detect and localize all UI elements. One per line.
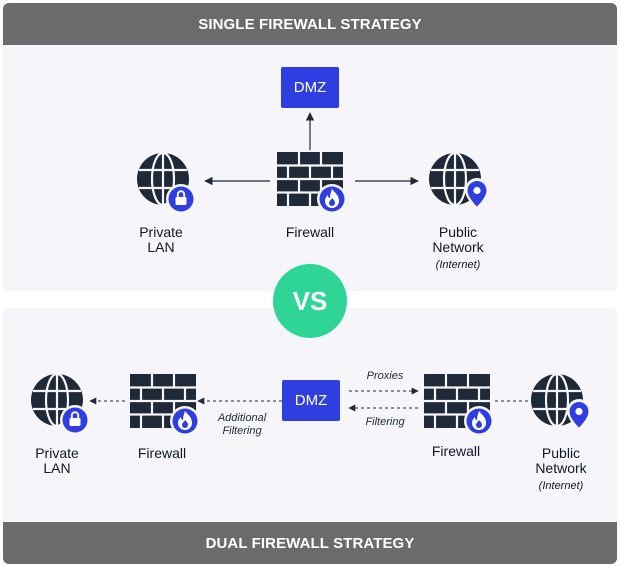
private-lan-label-top: Private LAN [139, 224, 183, 255]
dual-firewall-panel [3, 308, 617, 564]
private-lan-label-bottom: Private LAN [35, 445, 79, 476]
dmz-box-bottom: DMZ [282, 380, 340, 421]
firewall-flame-icon [277, 152, 347, 214]
firewall-label-bottom-right: Firewall [431, 443, 481, 459]
firewall-label-top: Firewall [285, 224, 335, 240]
additional-filtering-label: Additional Filtering [217, 412, 267, 437]
public-network-label-top: Public Network (Internet) [432, 224, 484, 272]
dmz-box-top: DMZ [281, 67, 339, 108]
firewall-flame-icon [130, 374, 200, 436]
proxies-label: Proxies [366, 370, 404, 382]
globe-pin-icon [429, 151, 489, 210]
vs-badge: VS [273, 264, 347, 338]
globe-lock-icon [137, 151, 196, 214]
firewall-label-bottom-left: Firewall [137, 445, 187, 461]
firewall-flame-icon [424, 374, 494, 436]
globe-pin-icon [531, 372, 591, 431]
single-firewall-title: SINGLE FIREWALL STRATEGY [3, 3, 617, 45]
globe-lock-icon [31, 372, 90, 435]
dual-firewall-title: DUAL FIREWALL STRATEGY [3, 522, 617, 564]
public-network-label-bottom: Public Network (Internet) [535, 445, 587, 493]
filtering-label: Filtering [365, 416, 405, 428]
